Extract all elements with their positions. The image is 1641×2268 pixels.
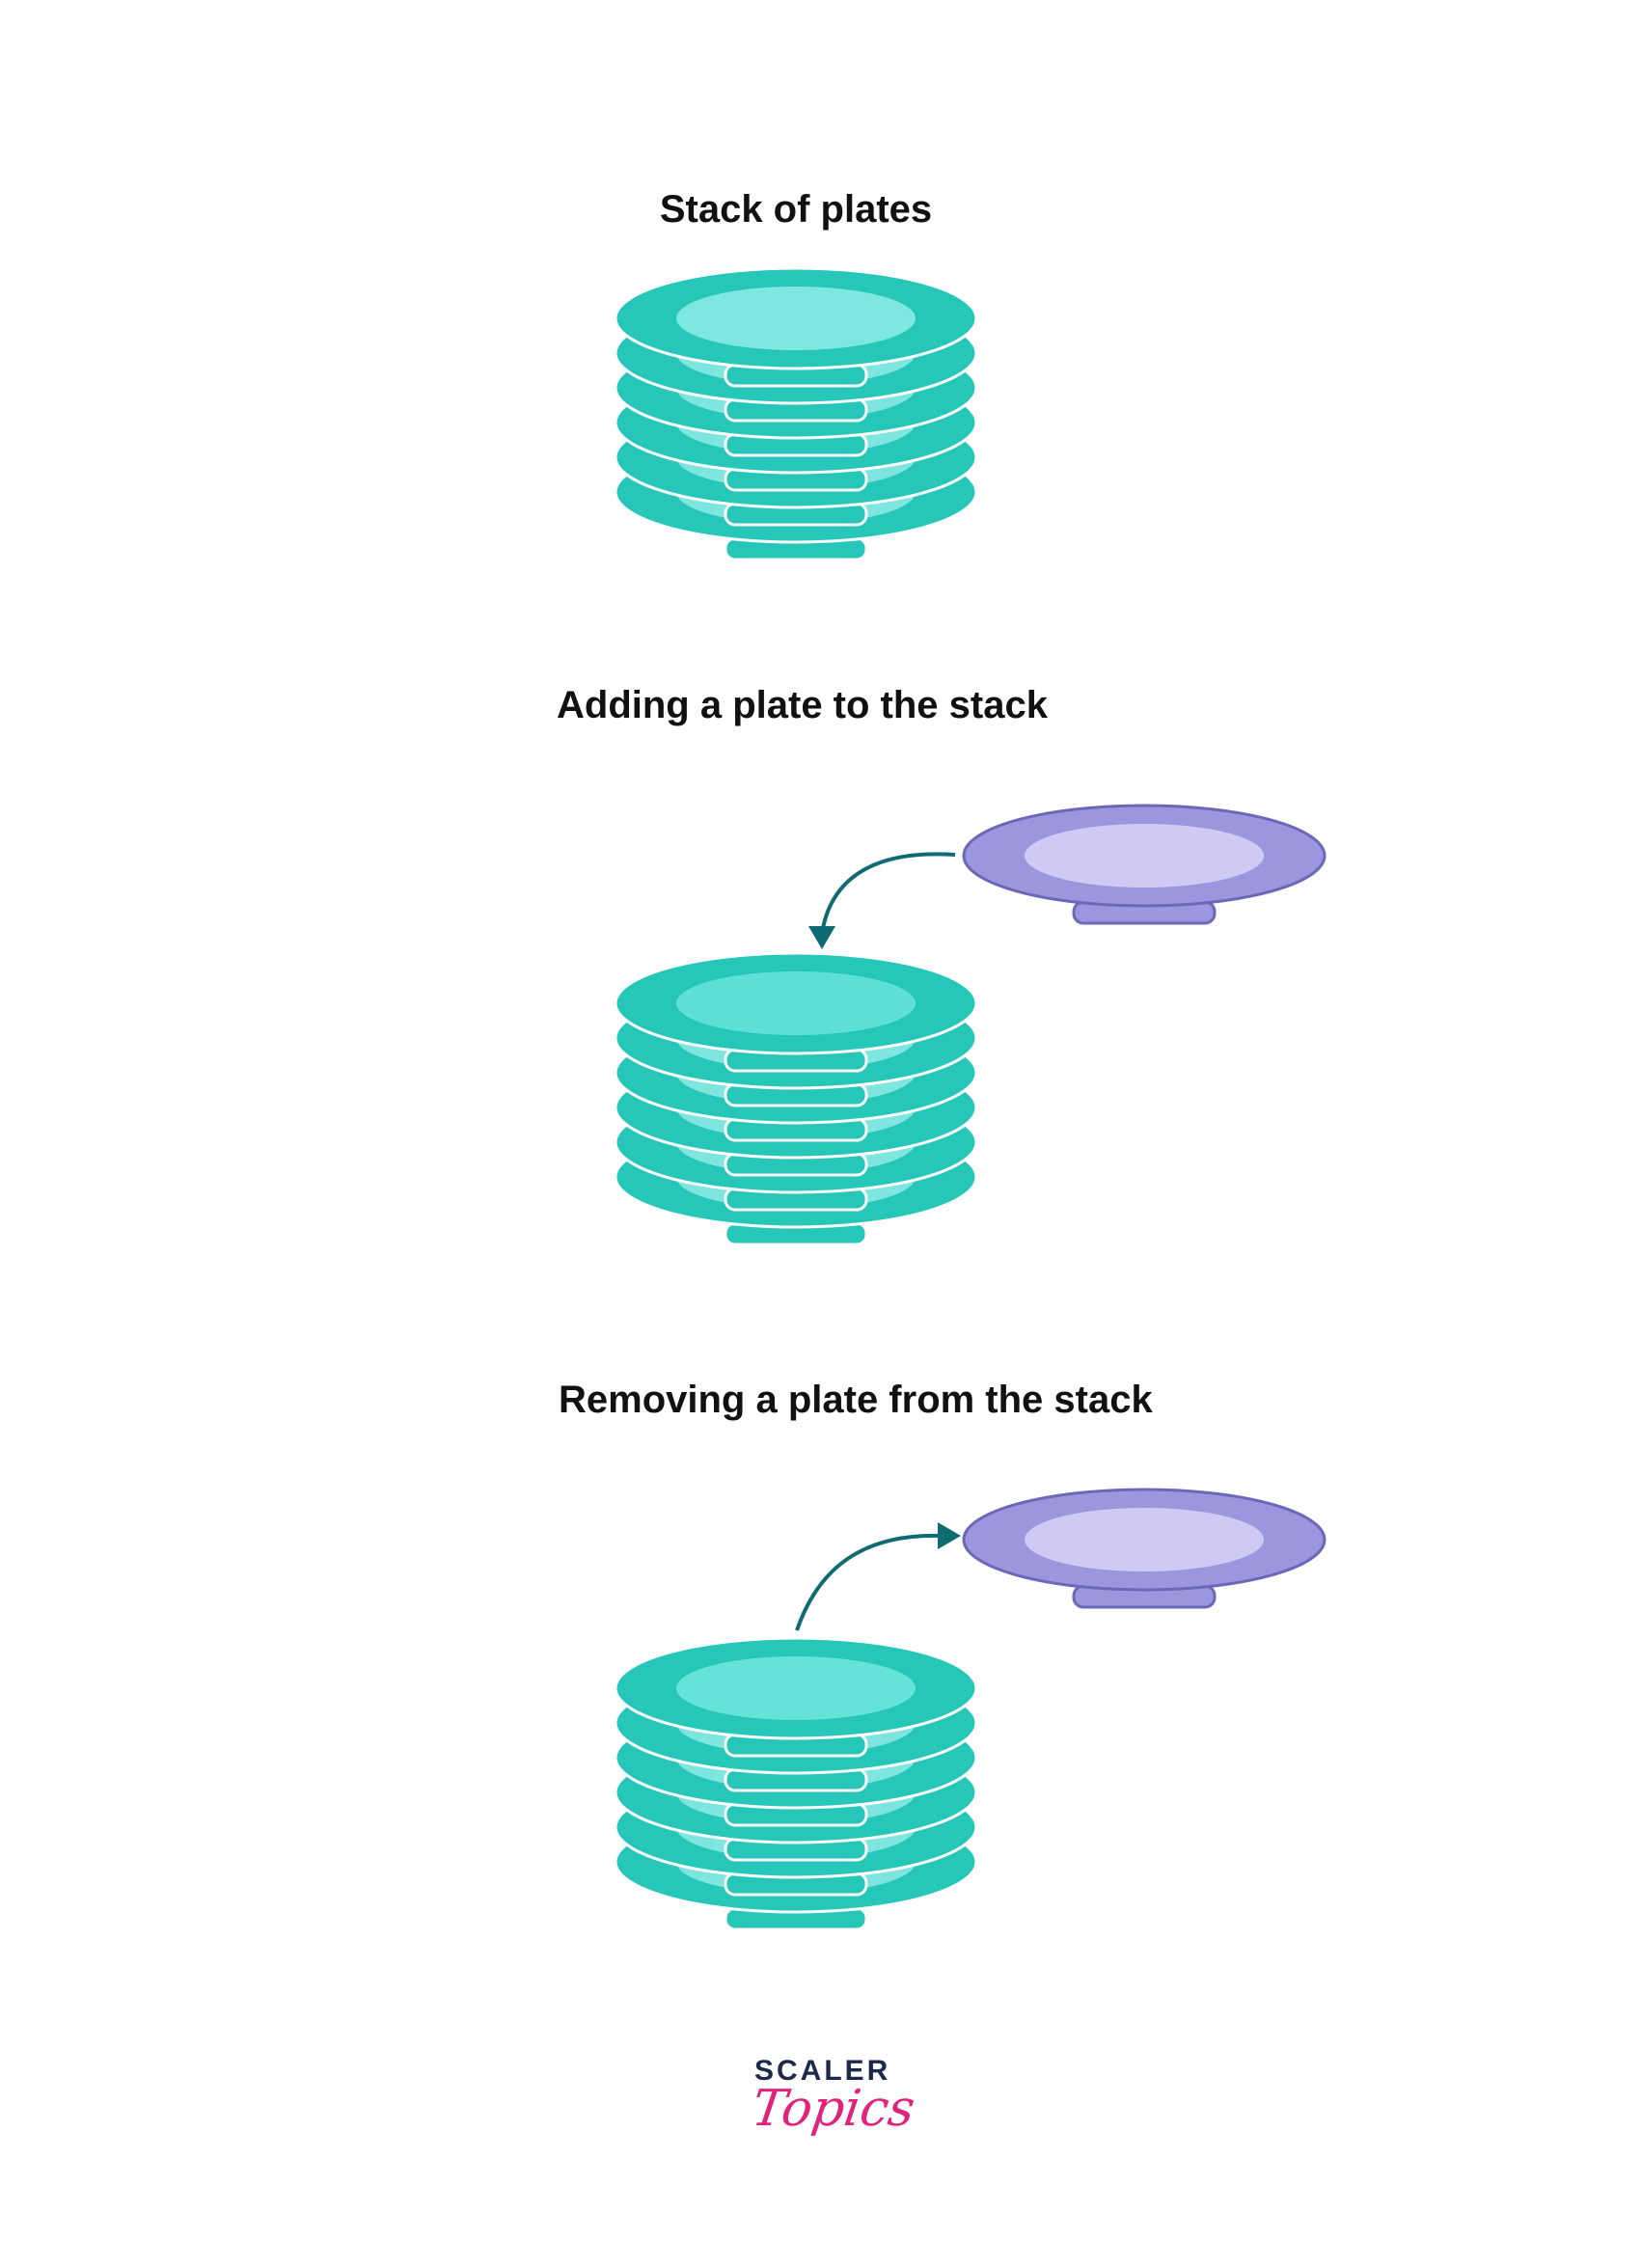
moving-plate bbox=[964, 1489, 1325, 1607]
plate-stack-initial bbox=[615, 268, 976, 560]
moving-plate bbox=[964, 806, 1325, 923]
push-arrow bbox=[822, 854, 955, 934]
plate-inner bbox=[1025, 824, 1264, 888]
pop-arrow bbox=[797, 1536, 941, 1630]
outgoing-plate bbox=[964, 1489, 1325, 1607]
plate-stack-adding bbox=[615, 953, 976, 1244]
plate-inner bbox=[676, 287, 916, 350]
push-arrow-head bbox=[808, 926, 835, 949]
plate-inner bbox=[1025, 1508, 1264, 1571]
plate-stack-removing bbox=[615, 1638, 976, 1929]
scaler-topics-logo: SCALER Topics bbox=[743, 2055, 907, 2180]
logo-script: Topics bbox=[749, 2080, 918, 2138]
plate-inner bbox=[676, 971, 916, 1035]
pop-arrow-head bbox=[938, 1522, 961, 1549]
incoming-plate bbox=[964, 806, 1325, 923]
plate-inner bbox=[676, 1656, 916, 1720]
